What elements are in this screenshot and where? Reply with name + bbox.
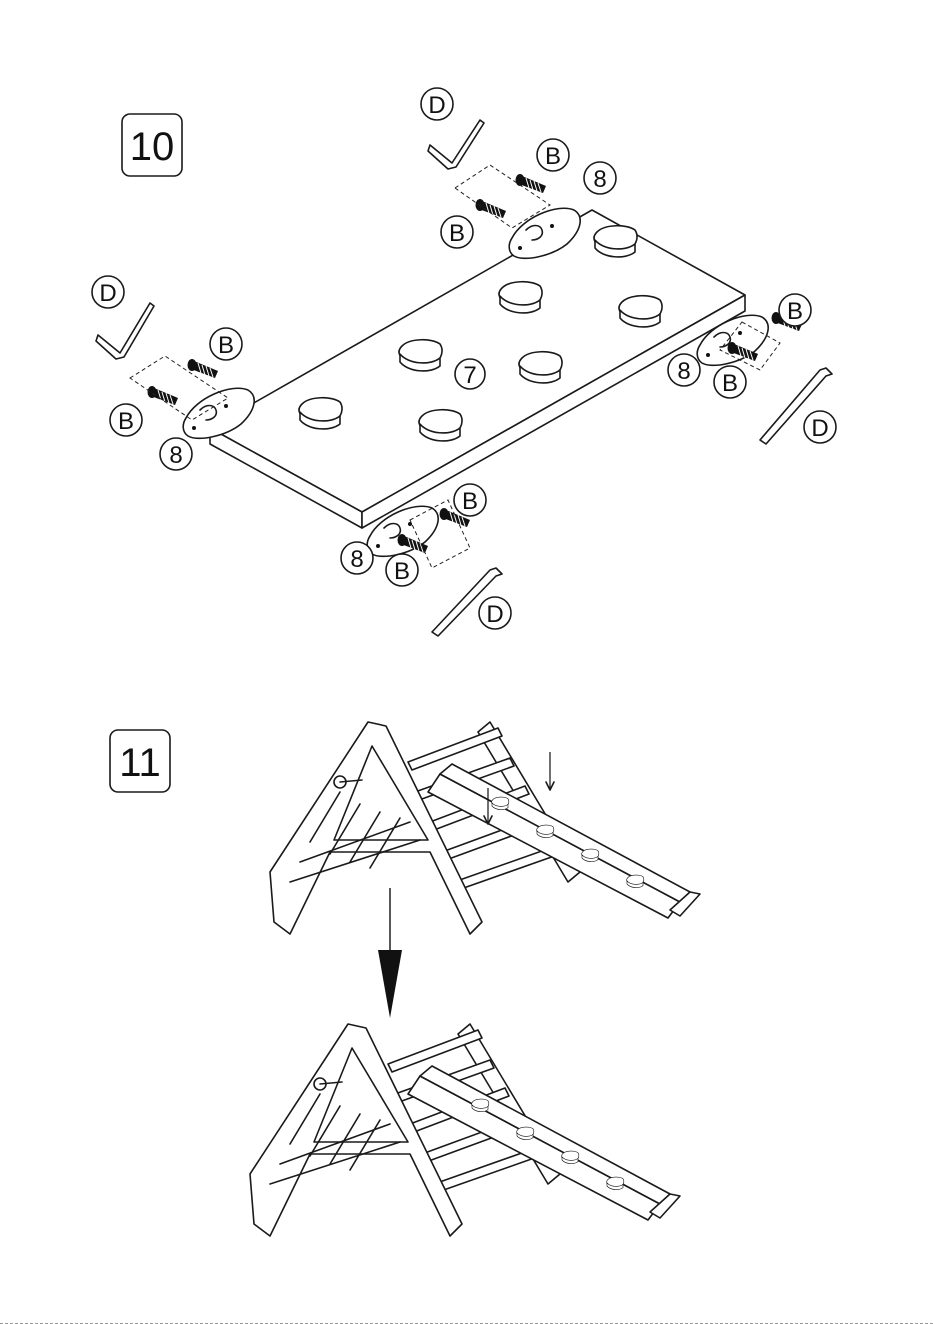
svg-text:B: B <box>218 332 234 359</box>
svg-text:B: B <box>722 370 738 397</box>
svg-text:8: 8 <box>350 546 363 573</box>
down-arrow-icon <box>378 888 402 1018</box>
bolt-icon <box>476 199 507 218</box>
svg-text:8: 8 <box>169 442 182 469</box>
callout-b-top-2: B <box>441 216 473 248</box>
panel-7: 7 <box>210 210 745 528</box>
callout-d-left: D <box>92 276 124 308</box>
svg-text:B: B <box>118 408 134 435</box>
callout-b-left-1: B <box>210 328 242 360</box>
callout-d-top: D <box>421 88 453 120</box>
bolt-icon <box>148 386 179 405</box>
callout-b-right-1: B <box>779 294 811 326</box>
svg-text:B: B <box>787 298 803 325</box>
callout-8-bottom: 8 <box>341 542 373 574</box>
aframe-before <box>270 722 700 934</box>
callout-b-left-2: B <box>110 404 142 436</box>
svg-text:D: D <box>428 92 445 119</box>
callout-b-right-2: B <box>714 366 746 398</box>
svg-text:B: B <box>545 143 561 170</box>
callout-8-left: 8 <box>160 438 192 470</box>
part-label-7: 7 <box>463 362 476 389</box>
svg-text:B: B <box>462 488 478 515</box>
bolt-icon <box>188 359 219 378</box>
svg-text:8: 8 <box>677 358 690 385</box>
svg-text:8: 8 <box>593 166 606 193</box>
callout-d-right: D <box>804 411 836 443</box>
aframe-after <box>250 1024 680 1236</box>
step-11-number: 11 <box>119 741 161 785</box>
hex-key-icon <box>96 303 154 359</box>
hex-key-icon <box>428 120 484 169</box>
svg-text:B: B <box>449 220 465 247</box>
bolt-icon <box>516 174 547 193</box>
callout-b-bottom-2: B <box>386 554 418 586</box>
svg-text:D: D <box>486 601 503 628</box>
callout-d-bottom: D <box>479 597 511 629</box>
callout-b-top-1: B <box>537 139 569 171</box>
step-10-number: 10 <box>130 125 175 169</box>
svg-text:D: D <box>811 415 828 442</box>
svg-text:D: D <box>99 280 116 307</box>
callout-b-bottom-1: B <box>454 484 486 516</box>
svg-text:B: B <box>394 558 410 585</box>
step-10-badge: 10 <box>122 114 182 176</box>
step-11-badge: 11 <box>110 730 170 792</box>
callout-8-right: 8 <box>668 354 700 386</box>
callout-8-top: 8 <box>584 162 616 194</box>
